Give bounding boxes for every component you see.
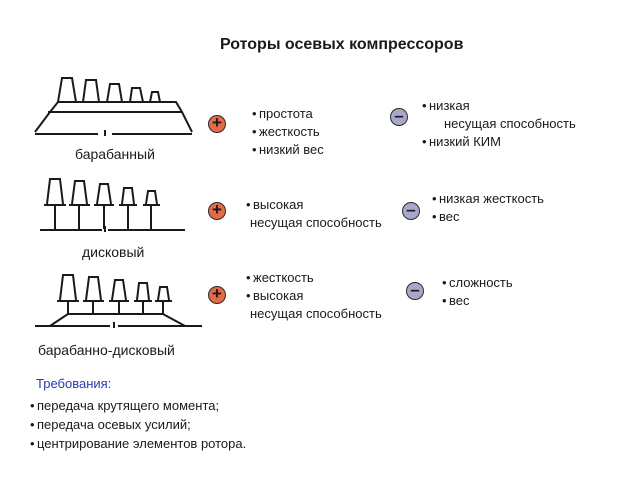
pros-list: высокая несущая способность xyxy=(246,196,382,232)
rotor-type-label: барабанный xyxy=(75,146,155,162)
list-item: низкая xyxy=(422,97,576,115)
plus-icon: + xyxy=(208,201,226,220)
list-item: жесткость xyxy=(246,269,382,287)
list-item: сложность xyxy=(442,274,513,292)
drum-disk-rotor-diagram xyxy=(35,274,202,328)
requirements-list: передача крутящего момента; передача осе… xyxy=(30,396,246,453)
list-item: низкий КИМ xyxy=(422,133,576,151)
list-item: низкая жесткость xyxy=(432,190,544,208)
list-item: вес xyxy=(432,208,544,226)
cons-list: низкая жесткость вес xyxy=(432,190,544,226)
list-item: несущая способность xyxy=(250,306,382,321)
drum-rotor-diagram xyxy=(34,77,193,136)
plus-icon: + xyxy=(208,114,226,133)
list-item: высокая xyxy=(246,287,382,305)
minus-icon: – xyxy=(390,107,408,126)
list-item: низкий вес xyxy=(252,141,324,159)
cons-list: низкая несущая способность низкий КИМ xyxy=(422,97,576,151)
rotor-type-label: барабанно-дисковый xyxy=(38,342,175,358)
list-item: вес xyxy=(442,292,513,310)
list-item: передача осевых усилий; xyxy=(30,415,246,434)
pros-list: жесткость высокая несущая способность xyxy=(246,269,382,323)
disk-rotor-diagram xyxy=(40,178,185,232)
list-item: высокая xyxy=(246,196,382,214)
pros-list: простота жесткость низкий вес xyxy=(252,105,324,159)
minus-icon: – xyxy=(402,201,420,220)
minus-icon: – xyxy=(406,281,424,300)
list-item: жесткость xyxy=(252,123,324,141)
list-item: центрирование элементов ротора. xyxy=(30,434,246,453)
rotor-type-label: дисковый xyxy=(82,244,145,260)
list-item: передача крутящего момента; xyxy=(30,396,246,415)
list-item: простота xyxy=(252,105,324,123)
list-item: несущая способность xyxy=(444,116,576,131)
requirements-title: Требования: xyxy=(36,376,112,391)
page-title: Роторы осевых компрессоров xyxy=(220,36,464,53)
list-item: несущая способность xyxy=(250,215,382,230)
plus-icon: + xyxy=(208,285,226,304)
cons-list: сложность вес xyxy=(442,274,513,310)
